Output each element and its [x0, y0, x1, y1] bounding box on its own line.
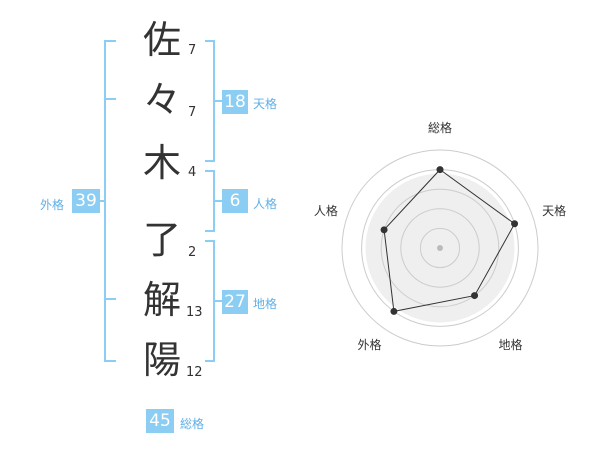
- radar-point-3: [471, 292, 479, 300]
- radar-series-shape: [383, 168, 516, 312]
- stroke-count-1: 7: [188, 43, 197, 58]
- tenkaku-label: 天格: [253, 97, 278, 111]
- name-char-6: 陽: [142, 338, 181, 382]
- gaikaku-tick-2: [106, 298, 116, 300]
- soukaku-label: 総格: [180, 417, 205, 431]
- tenkaku-connector: [213, 100, 222, 102]
- tenkaku-value: 18: [222, 90, 248, 114]
- jinkaku-value: 6: [222, 189, 248, 213]
- name-char-4: 了: [142, 218, 181, 262]
- name-char-3: 木: [142, 141, 181, 185]
- radar-point-1: [436, 166, 444, 174]
- radar-points: [380, 166, 519, 315]
- radar-grid-ring: [341, 149, 539, 347]
- radar-axis-label-1: 総格: [428, 120, 452, 135]
- radar-axis-label-2: 天格: [542, 203, 566, 218]
- gaikaku-label: 外格: [40, 198, 65, 212]
- radar-axis-label-5: 人格: [314, 203, 338, 218]
- radar-grid-ring: [380, 188, 500, 308]
- gaikaku-tick-1: [106, 98, 116, 100]
- radar-grid-ring: [400, 208, 480, 288]
- radar-point-4: [390, 307, 398, 315]
- radar-axis-label-3: 地格: [498, 337, 522, 352]
- radar-point-2: [511, 220, 519, 228]
- radar-center-dot: [437, 245, 443, 251]
- stroke-count-2: 7: [188, 105, 197, 120]
- chikaku-value: 27: [222, 290, 248, 314]
- stroke-count-5: 13: [186, 305, 203, 320]
- chikaku-connector: [213, 300, 222, 302]
- stroke-count-4: 2: [188, 245, 197, 260]
- stroke-count-6: 12: [186, 365, 203, 380]
- radar-grid: [341, 149, 539, 347]
- chikaku-label: 地格: [253, 297, 278, 311]
- name-char-2: 々: [142, 78, 181, 122]
- stroke-count-3: 4: [188, 165, 197, 180]
- jinkaku-label: 人格: [253, 197, 278, 211]
- name-char-5: 解: [142, 278, 181, 322]
- name-char-1: 佐: [142, 18, 181, 62]
- gaikaku-value: 39: [72, 189, 100, 213]
- name-display: 佐 々 木 了 解 陽 7 7 4 2 13 12 39 外格 18 天格 6 …: [40, 18, 278, 433]
- radar-axis-label-4: 外格: [357, 337, 381, 352]
- radar-grid-ring: [419, 227, 461, 269]
- gaikaku-connector: [96, 200, 106, 202]
- soukaku-value: 45: [146, 409, 174, 433]
- jinkaku-connector: [213, 200, 222, 202]
- radar-point-5: [380, 226, 388, 234]
